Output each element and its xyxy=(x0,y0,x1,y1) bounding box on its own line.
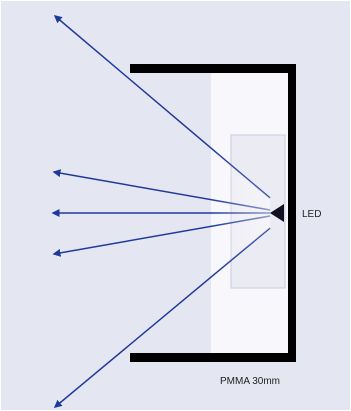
frame-right xyxy=(288,64,296,362)
led-emitter xyxy=(270,204,284,222)
led-label: LED xyxy=(302,209,321,220)
ray-bottom-escape xyxy=(53,227,271,408)
frame-bottom xyxy=(130,353,296,362)
ray-fade-overlay xyxy=(211,148,270,277)
frame-top xyxy=(130,64,296,73)
material-label: PMMA 30mm xyxy=(220,376,280,387)
